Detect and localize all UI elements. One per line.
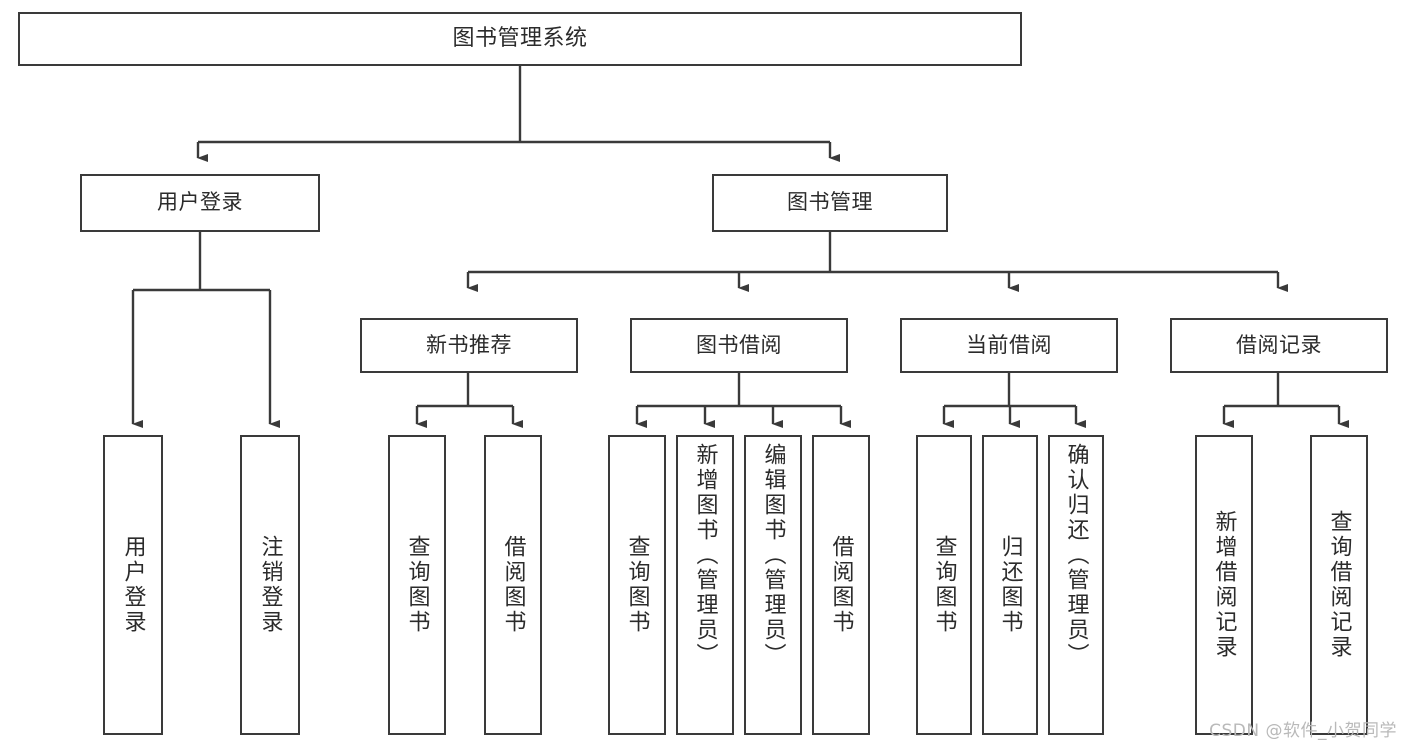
node-label: 图书借阅 xyxy=(696,332,782,357)
node-label: 新增借阅记录 xyxy=(1211,510,1237,660)
csdn-watermark: CSDN @软件_小贺同学 xyxy=(1209,721,1397,741)
leaf-confirm-return-admin[interactable]: 确认归还（管理员） xyxy=(1048,435,1104,735)
node-label: 注销登录 xyxy=(257,535,283,635)
node-label: 借阅图书 xyxy=(828,535,854,635)
node-label: 新增图书（管理员） xyxy=(692,443,718,668)
node-label: 编辑图书（管理员） xyxy=(760,443,786,668)
node-label: 用户登录 xyxy=(157,190,243,215)
node-label: 查询图书 xyxy=(931,535,957,635)
node-label: 查询图书 xyxy=(404,535,430,635)
leaf-return-book[interactable]: 归还图书 xyxy=(982,435,1038,735)
node-label: 查询借阅记录 xyxy=(1326,510,1352,660)
leaf-query-book-recommend[interactable]: 查询图书 xyxy=(388,435,446,735)
node-label: 确认归还（管理员） xyxy=(1063,443,1089,668)
node-current-borrow[interactable]: 当前借阅 xyxy=(900,318,1118,373)
node-book-management[interactable]: 图书管理 xyxy=(712,174,948,232)
node-label: 借阅记录 xyxy=(1236,332,1322,357)
leaf-user-login[interactable]: 用户登录 xyxy=(103,435,163,735)
leaf-add-book-admin[interactable]: 新增图书（管理员） xyxy=(676,435,734,735)
node-label: 归还图书 xyxy=(997,535,1023,635)
leaf-logout[interactable]: 注销登录 xyxy=(240,435,300,735)
node-label: 图书管理 xyxy=(787,190,873,215)
leaf-query-borrow-record[interactable]: 查询借阅记录 xyxy=(1310,435,1368,735)
node-label: 图书管理系统 xyxy=(452,25,588,51)
node-label: 借阅图书 xyxy=(500,535,526,635)
node-label: 当前借阅 xyxy=(966,332,1052,357)
leaf-query-book-current[interactable]: 查询图书 xyxy=(916,435,972,735)
leaf-borrow-book[interactable]: 借阅图书 xyxy=(812,435,870,735)
node-root-book-management-system[interactable]: 图书管理系统 xyxy=(18,12,1022,66)
node-label: 用户登录 xyxy=(120,535,146,635)
node-book-borrow[interactable]: 图书借阅 xyxy=(630,318,848,373)
leaf-query-book-borrow[interactable]: 查询图书 xyxy=(608,435,666,735)
node-label: 查询图书 xyxy=(624,535,650,635)
node-label: 新书推荐 xyxy=(426,332,512,357)
leaf-add-borrow-record[interactable]: 新增借阅记录 xyxy=(1195,435,1253,735)
leaf-borrow-book-recommend[interactable]: 借阅图书 xyxy=(484,435,542,735)
leaf-edit-book-admin[interactable]: 编辑图书（管理员） xyxy=(744,435,802,735)
node-user-login[interactable]: 用户登录 xyxy=(80,174,320,232)
node-borrow-records[interactable]: 借阅记录 xyxy=(1170,318,1388,373)
node-new-book-recommend[interactable]: 新书推荐 xyxy=(360,318,578,373)
